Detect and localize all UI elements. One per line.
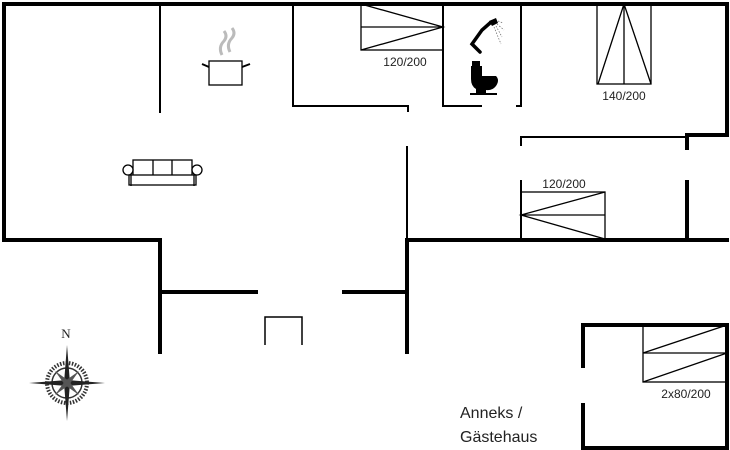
interior-walls: [159, 4, 687, 240]
bed-label: 140/200: [602, 89, 646, 103]
bed-120-lower: [518, 191, 606, 240]
compass-rose-icon: [29, 345, 105, 421]
toilet-icon: [470, 61, 498, 95]
bed-140: [596, 1, 652, 85]
bed-label: 120/200: [542, 177, 586, 191]
compass-north-label: N: [61, 326, 71, 341]
entrance-step: [264, 316, 303, 345]
bed-120-top: [360, 3, 446, 51]
shower-icon: [469, 18, 505, 54]
outer-walls: [2, 2, 729, 354]
bed-label: 120/200: [383, 55, 427, 69]
annex-label: Anneks /: [460, 405, 523, 422]
cooking-pot-icon: [201, 27, 251, 86]
annex: 2x80/200: [581, 323, 729, 450]
bed-label: 2x80/200: [661, 387, 711, 401]
bed-2x80: [642, 324, 728, 383]
annex-label: Gästehaus: [460, 429, 537, 446]
sofa-icon: [122, 159, 203, 186]
